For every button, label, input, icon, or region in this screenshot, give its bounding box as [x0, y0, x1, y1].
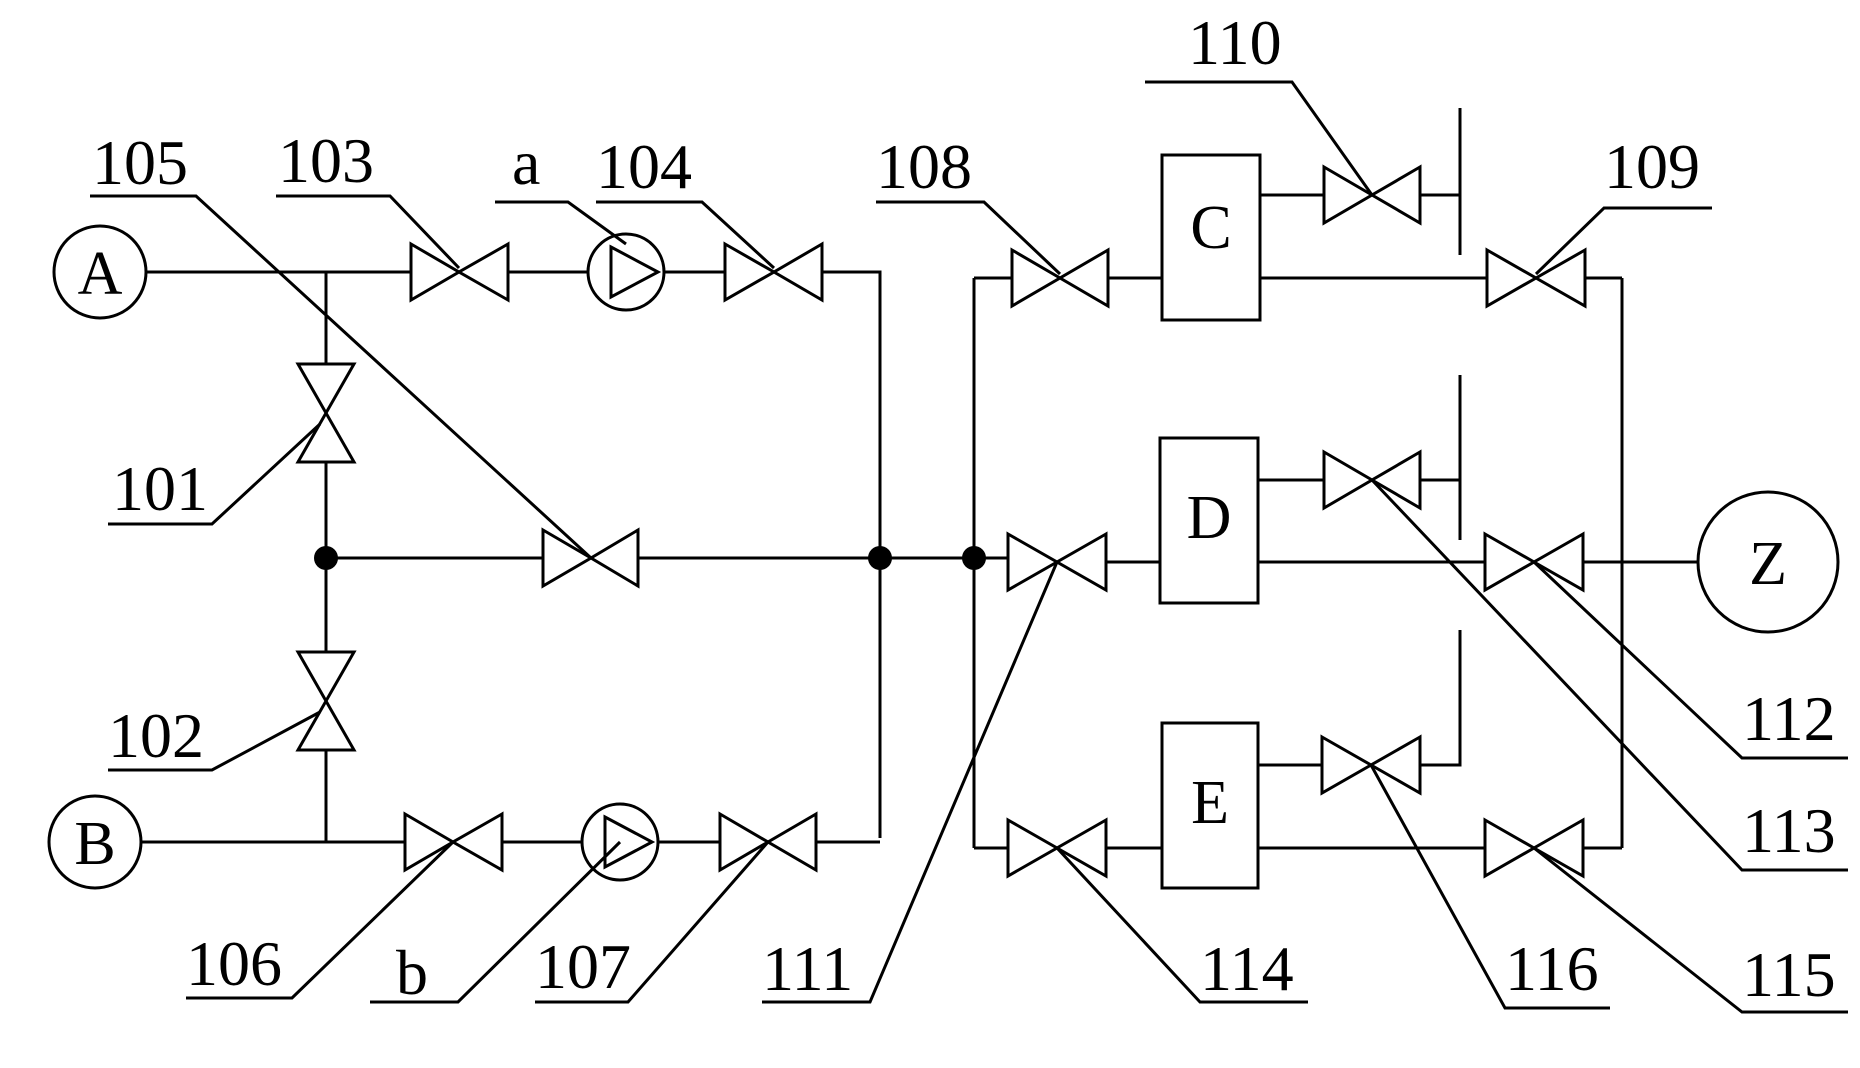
unit-e-box — [1160, 721, 1260, 890]
leader-108 — [876, 200, 1062, 276]
units: C D E — [1158, 153, 1262, 890]
label-105: 105 — [92, 127, 188, 198]
label-109: 109 — [1604, 131, 1700, 202]
node-z-circle — [1696, 490, 1840, 634]
label-115: 115 — [1742, 939, 1836, 1010]
reference-labels: 101 102 103 104 105 106 107 108 109 110 … — [92, 7, 1836, 1010]
label-111: 111 — [762, 933, 853, 1004]
leader-103 — [276, 194, 461, 270]
label-113: 113 — [1742, 795, 1836, 866]
node-a-label: A — [78, 240, 123, 308]
valve-104 — [723, 241, 824, 303]
valve-106 — [403, 811, 504, 873]
label-pump-a: a — [512, 127, 540, 198]
label-112: 112 — [1742, 683, 1836, 754]
label-102: 102 — [108, 700, 204, 771]
unit-d-box — [1158, 436, 1260, 605]
leader-114 — [1055, 846, 1308, 1004]
leader-111 — [762, 561, 1059, 1004]
unit-d-label: D — [1187, 484, 1232, 552]
pipe-d-branch — [1258, 375, 1462, 540]
leader-112 — [1532, 560, 1848, 760]
leader-105 — [90, 194, 593, 560]
junction-left — [314, 546, 338, 570]
label-114: 114 — [1200, 933, 1294, 1004]
junctions — [314, 546, 986, 570]
valve-101 — [295, 362, 357, 464]
end-nodes: A B Z — [47, 224, 1840, 890]
pipe-e-branch — [1258, 630, 1462, 767]
valve-108 — [1010, 247, 1110, 309]
label-108: 108 — [876, 131, 972, 202]
valve-109 — [1485, 247, 1587, 309]
label-116: 116 — [1505, 933, 1599, 1004]
pipes — [140, 108, 1700, 850]
pipe-a-line — [146, 270, 882, 838]
pump-a — [586, 232, 666, 312]
leader-101 — [108, 422, 322, 526]
node-z-label: Z — [1749, 530, 1787, 598]
leader-lines — [90, 80, 1848, 1014]
label-pump-b: b — [396, 937, 428, 1008]
leader-110 — [1145, 80, 1374, 196]
unit-e-label: E — [1191, 769, 1229, 837]
valve-103 — [409, 241, 510, 303]
node-a-circle — [52, 224, 148, 320]
label-101: 101 — [112, 453, 208, 524]
valve-102 — [295, 650, 357, 752]
leader-106 — [186, 840, 455, 1000]
label-104: 104 — [596, 131, 692, 202]
node-b-circle — [47, 794, 143, 890]
leader-107 — [535, 841, 770, 1004]
junction-center — [868, 546, 892, 570]
leader-a — [495, 200, 627, 246]
leader-b — [370, 840, 622, 1004]
label-103: 103 — [278, 125, 374, 196]
unit-c-label: C — [1190, 194, 1231, 262]
leader-116 — [1369, 764, 1610, 1010]
node-b-label: B — [74, 810, 115, 878]
pipe-c-branch — [1260, 108, 1462, 255]
leader-109 — [1534, 206, 1712, 276]
leader-115 — [1533, 846, 1848, 1014]
valves — [295, 164, 1587, 879]
leader-113 — [1370, 478, 1848, 872]
label-110: 110 — [1188, 7, 1282, 78]
leader-104 — [596, 200, 776, 270]
label-107: 107 — [535, 931, 631, 1002]
junction-manifold — [962, 546, 986, 570]
leader-102 — [108, 710, 321, 772]
unit-c-box — [1160, 153, 1262, 322]
label-106: 106 — [186, 928, 282, 999]
